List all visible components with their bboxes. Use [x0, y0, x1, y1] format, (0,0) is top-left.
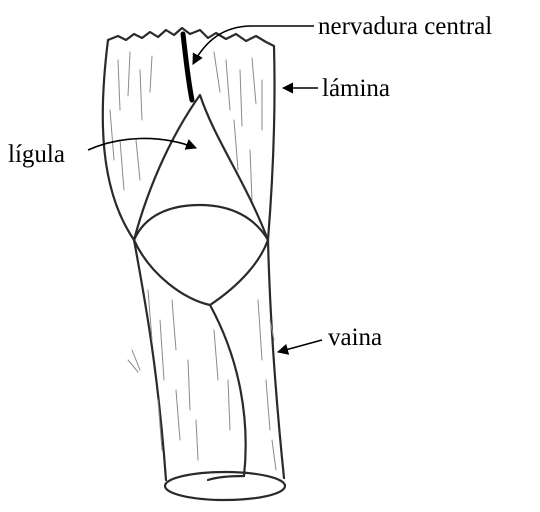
leaf-blade-drawing — [103, 28, 275, 240]
sheath-annotation: vaina — [278, 324, 382, 352]
sheath-arrow — [278, 340, 322, 352]
ligule-drawing — [134, 95, 268, 305]
midrib-arrow — [193, 26, 314, 64]
midrib-label: nervadura central — [318, 13, 492, 40]
midrib-stroke — [183, 34, 192, 100]
blade-annotation: lámina — [283, 75, 390, 102]
midrib-annotation: nervadura central — [193, 13, 492, 64]
sheath-label: vaina — [328, 324, 382, 351]
ligule-annotation: lígula — [8, 138, 196, 168]
ligule-label: lígula — [8, 141, 65, 168]
sheath-drawing — [128, 240, 285, 500]
blade-label: lámina — [322, 75, 390, 102]
